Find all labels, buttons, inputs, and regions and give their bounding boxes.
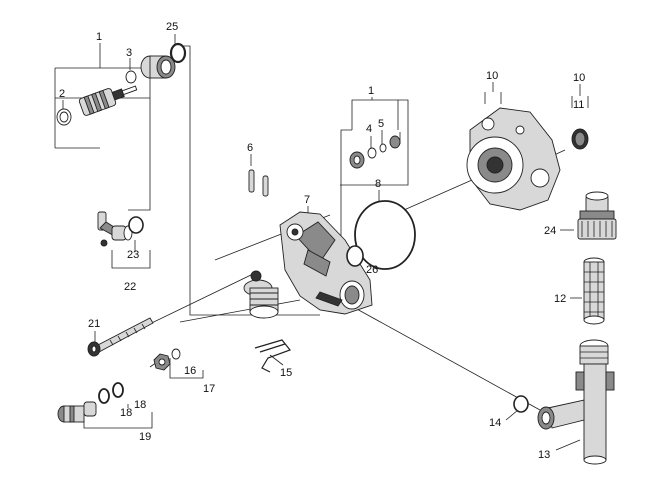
callout-2: 2 [59, 88, 65, 100]
callout-1-top: 1 [96, 31, 102, 43]
callout-8: 8 [375, 178, 381, 190]
elbow-fitting-22 [97, 211, 133, 247]
suction-pipe-13 [537, 339, 615, 465]
o-ring-25 [169, 42, 187, 64]
callout-6: 6 [247, 142, 253, 154]
callout-4: 4 [366, 123, 372, 135]
pump-head-10 [466, 107, 561, 211]
seal-11 [571, 128, 589, 150]
callout-7: 7 [304, 194, 310, 206]
callout-22: 22 [124, 281, 136, 293]
callout-18-a: 18 [134, 399, 146, 411]
callout-10-a: 10 [486, 70, 498, 82]
callout-21: 21 [88, 318, 100, 330]
o-ring-18-b [112, 382, 124, 398]
filter-12 [583, 257, 605, 325]
callout-25: 25 [166, 21, 178, 33]
valve-cartridge-1 [78, 85, 138, 116]
pins-6 [248, 169, 269, 197]
callout-17: 17 [203, 383, 215, 395]
callout-3: 3 [126, 47, 132, 59]
callout-5: 5 [378, 118, 384, 130]
callout-19: 19 [139, 431, 151, 443]
clip-15 [254, 339, 291, 373]
callout-23: 23 [127, 249, 139, 261]
callout-26: 26 [366, 264, 378, 276]
ring-3 [125, 70, 137, 84]
o-ring-26 [346, 245, 364, 267]
o-ring-8 [354, 200, 416, 270]
nut-16 [153, 348, 181, 371]
callout-16: 16 [184, 365, 196, 377]
callout-10-b: 10 [573, 72, 585, 84]
hose-coupling-24 [577, 191, 617, 240]
callout-24: 24 [544, 225, 556, 237]
callout-18-b: 18 [120, 407, 132, 419]
callout-15: 15 [280, 367, 292, 379]
o-ring-23 [128, 216, 144, 234]
valve-housing-7 [243, 211, 373, 319]
o-ring-14 [513, 395, 529, 413]
callout-14: 14 [489, 417, 501, 429]
screw-21 [87, 317, 154, 357]
callout-11: 11 [573, 99, 584, 111]
sleeve-25 [140, 55, 176, 79]
callout-1-mid: 1 [368, 85, 374, 97]
valve-parts-1-mid [349, 135, 401, 169]
callout-13: 13 [538, 449, 550, 461]
o-ring-2-inner [59, 111, 69, 123]
callout-12: 12 [554, 293, 566, 305]
callout-labels: 1 2 3 25 23 22 6 7 1 4 5 8 26 10 10 11 2… [59, 21, 585, 461]
o-ring-18-a [98, 388, 110, 404]
valve-plug-19 [57, 401, 97, 423]
